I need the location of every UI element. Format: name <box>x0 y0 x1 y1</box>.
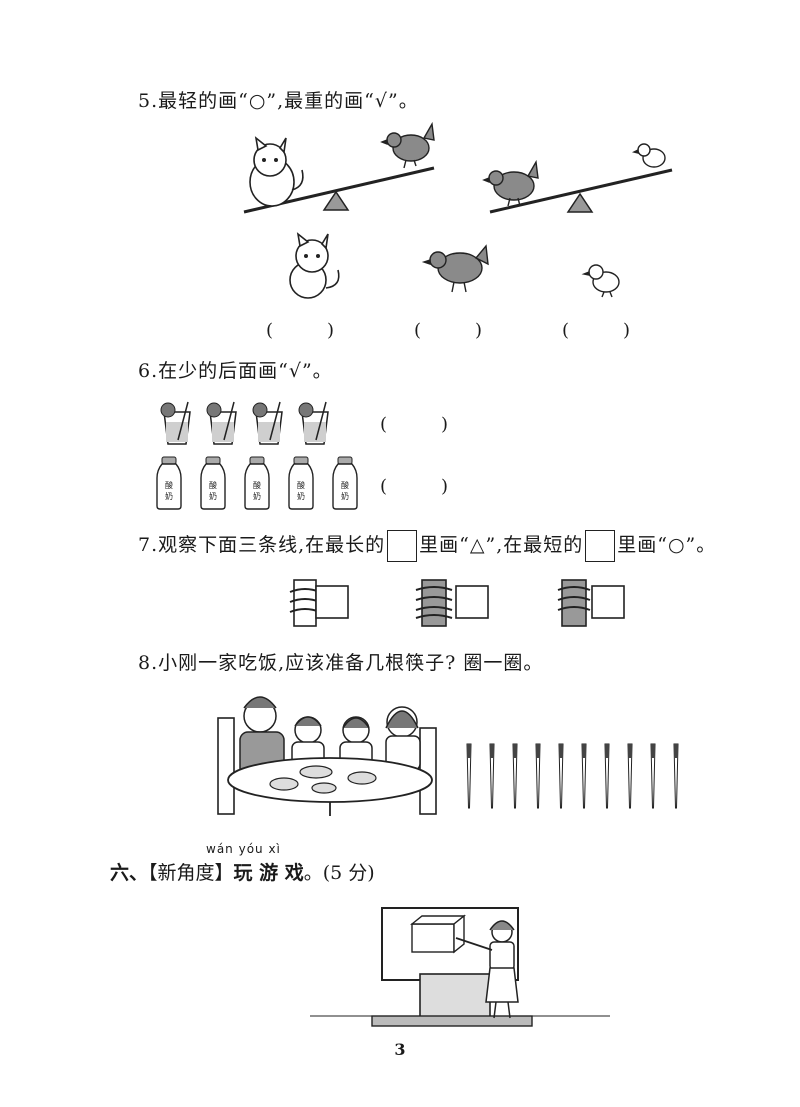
juice-cup-row <box>160 400 330 446</box>
chopstick-icon[interactable] <box>602 743 612 809</box>
q7-title: 7.观察下面三条线,在最长的里画“△”,在最短的里画“○”。 <box>138 530 716 562</box>
bottle-label-char: 酸 <box>341 480 349 490</box>
bottle-label-char: 酸 <box>253 480 261 490</box>
section6-header: 六、【新角度】玩 游 戏。(5 分) <box>110 862 375 884</box>
answer-blank-chick[interactable]: ( ) <box>562 320 631 341</box>
juice-cup-icon <box>298 401 329 445</box>
chick-icon <box>581 264 620 298</box>
answer-blank-bottles[interactable]: ( ) <box>380 476 449 497</box>
yogurt-bottle-icon: 酸奶 <box>156 456 182 510</box>
answer-box-line-1 <box>315 585 349 619</box>
seesaw-cat-hen-illustration <box>243 121 435 214</box>
chopstick-icon[interactable] <box>510 743 520 809</box>
bottle-label-char: 奶 <box>297 491 305 501</box>
chopstick-icon[interactable] <box>464 743 474 809</box>
q8-title: 8.小刚一家吃饭,应该准备几根筷子? 圈一圈。 <box>138 652 544 674</box>
chopstick-icon[interactable] <box>625 743 635 809</box>
juice-cup-icon <box>160 401 191 445</box>
cat-icon <box>289 232 340 299</box>
chopstick-icon[interactable] <box>579 743 589 809</box>
title-pinyin: wán yóu xì <box>206 842 281 856</box>
bottle-label-char: 奶 <box>253 491 261 501</box>
q6-title: 6.在少的后面画“√”。 <box>138 360 333 382</box>
bottle-label-char: 奶 <box>165 491 173 501</box>
spool-short-line <box>289 579 349 627</box>
bottle-label-char: 奶 <box>209 491 217 501</box>
answer-blank-cat[interactable]: ( ) <box>266 320 335 341</box>
bottle-label-char: 酸 <box>297 480 305 490</box>
page-number: 3 <box>394 1040 406 1059</box>
teacher-blackboard-illustration <box>310 907 610 1027</box>
answer-blank-cups[interactable]: ( ) <box>380 414 449 435</box>
bottle-label-char: 奶 <box>341 491 349 501</box>
q7-example-box-1 <box>387 530 418 562</box>
yogurt-bottle-icon: 酸奶 <box>244 456 270 510</box>
chopstick-icon[interactable] <box>671 743 681 809</box>
yogurt-bottle-icon: 酸奶 <box>200 456 226 510</box>
spool-medium-line <box>557 579 625 627</box>
yogurt-bottle-row: 酸奶酸奶酸奶酸奶酸奶 <box>156 456 366 512</box>
q7-example-box-2 <box>585 530 616 562</box>
yogurt-bottle-icon: 酸奶 <box>332 456 358 510</box>
chopstick-icon[interactable] <box>533 743 543 809</box>
seesaw-hen-chick-illustration <box>482 143 673 214</box>
chopstick-icon[interactable] <box>487 743 497 809</box>
hen-icon <box>421 244 489 293</box>
q5-title: 5.最轻的画“○”,最重的画“√”。 <box>138 90 419 112</box>
juice-cup-icon <box>206 401 237 445</box>
chopstick-icon[interactable] <box>648 743 658 809</box>
family-dinner-illustration <box>217 696 437 816</box>
answer-blank-hen[interactable]: ( ) <box>414 320 483 341</box>
chopsticks-row <box>464 743 704 809</box>
spool-long-line <box>415 579 489 627</box>
yogurt-bottle-icon: 酸奶 <box>288 456 314 510</box>
bottle-label-char: 酸 <box>209 480 217 490</box>
chopstick-icon[interactable] <box>556 743 566 809</box>
bottle-label-char: 酸 <box>165 480 173 490</box>
juice-cup-icon <box>252 401 283 445</box>
